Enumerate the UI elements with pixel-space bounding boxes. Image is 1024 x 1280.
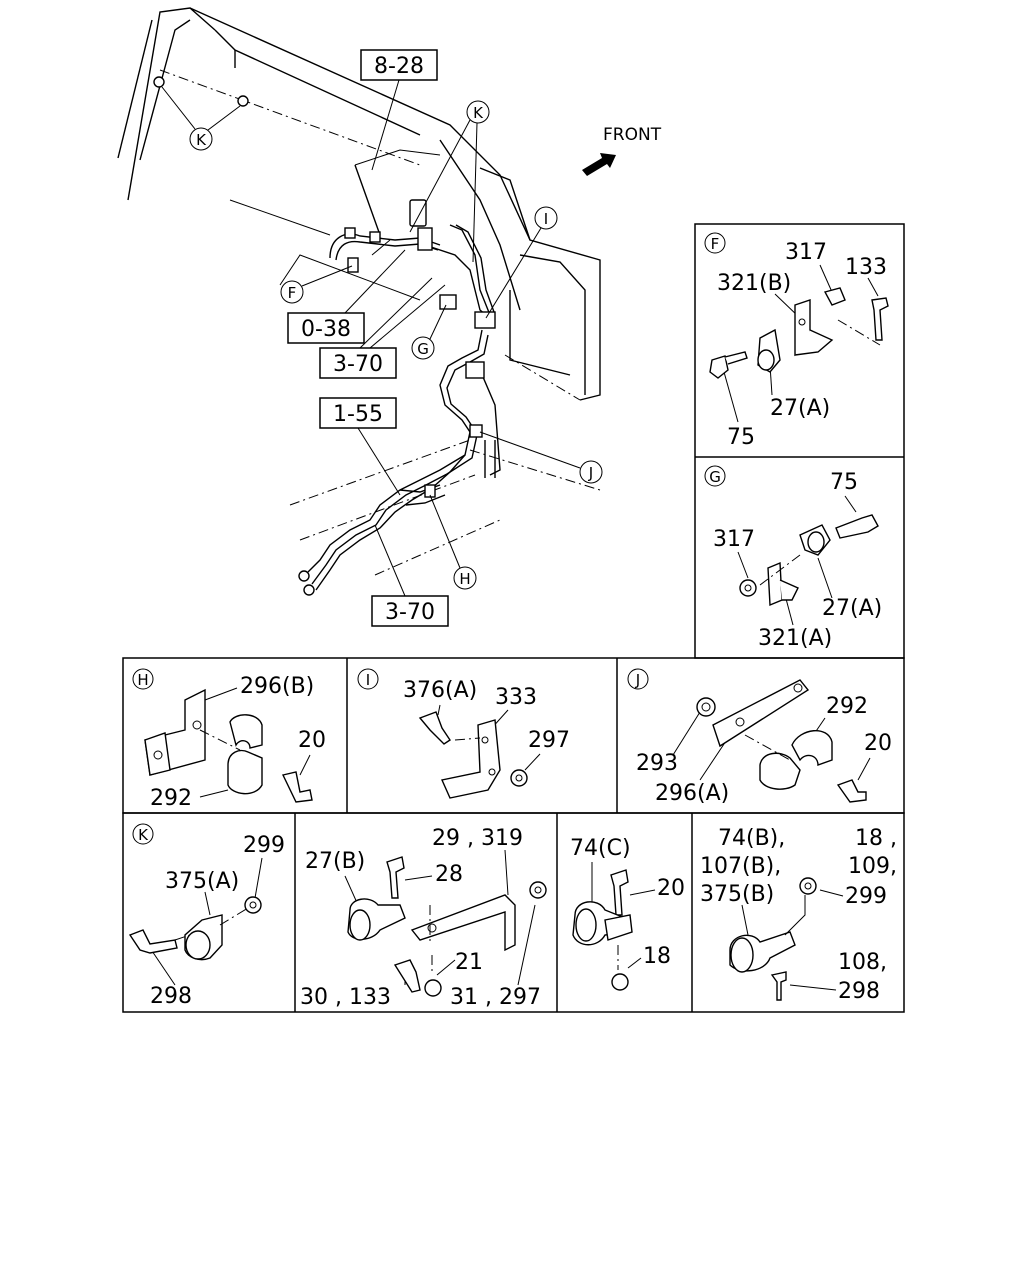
svg-text:376(A): 376(A) — [403, 678, 477, 703]
svg-text:133: 133 — [845, 255, 887, 280]
svg-text:18: 18 — [643, 944, 671, 969]
ref-0-38[interactable]: 0-38 — [287, 249, 406, 344]
panel-k: K 299 375(A) 298 — [128, 823, 285, 1009]
svg-text:0-38: 0-38 — [301, 317, 351, 342]
svg-text:296(B): 296(B) — [240, 674, 314, 699]
callout-i[interactable]: I — [485, 206, 558, 319]
panel-p5: 29 , 319 27(B) 28 21 30 , 133 31 , 297 — [300, 826, 547, 1010]
svg-text:H: H — [459, 570, 470, 588]
ref-1-55[interactable]: 1-55 — [319, 397, 401, 496]
svg-text:298: 298 — [150, 984, 192, 1009]
front-indicator: FRONT — [582, 125, 662, 176]
brake-lines — [298, 224, 495, 596]
svg-text:298: 298 — [838, 979, 880, 1004]
svg-text:20: 20 — [657, 876, 685, 901]
svg-text:20: 20 — [864, 731, 892, 756]
svg-text:321(B): 321(B) — [717, 271, 791, 296]
panel-grid — [122, 223, 905, 1013]
svg-text:375(A): 375(A) — [165, 869, 239, 894]
overview-components — [153, 76, 496, 498]
svg-text:3-70: 3-70 — [385, 600, 435, 625]
svg-text:29 , 319: 29 , 319 — [432, 826, 523, 851]
svg-text:20: 20 — [298, 728, 326, 753]
svg-text:K: K — [138, 826, 149, 844]
svg-text:75: 75 — [830, 470, 858, 495]
callout-g[interactable]: G — [411, 304, 447, 360]
svg-text:293: 293 — [636, 751, 678, 776]
svg-text:31 , 297: 31 , 297 — [450, 985, 541, 1010]
svg-text:F: F — [288, 284, 297, 302]
svg-text:74(B),: 74(B), — [718, 826, 785, 851]
svg-text:8-28: 8-28 — [374, 54, 424, 79]
ref-3-70-bottom[interactable]: 3-70 — [371, 524, 449, 627]
svg-text:296(A): 296(A) — [655, 781, 729, 806]
svg-text:J: J — [635, 671, 640, 689]
panel-p7: 74(B), 18 , 107(B), 109, 375(B) 299 108,… — [700, 826, 897, 1004]
panel-h: H 296(B) 20 292 — [132, 668, 326, 811]
svg-text:75: 75 — [727, 425, 755, 450]
panel-p6: 74(C) 20 18 — [570, 836, 685, 991]
svg-text:K: K — [473, 104, 484, 122]
svg-text:27(B): 27(B) — [305, 849, 365, 874]
svg-text:375(B): 375(B) — [700, 882, 774, 907]
svg-text:FRONT: FRONT — [603, 125, 662, 145]
svg-text:321(A): 321(A) — [758, 626, 832, 651]
ref-8-28[interactable]: 8-28 — [360, 49, 438, 171]
svg-text:299: 299 — [845, 884, 887, 909]
svg-text:1-55: 1-55 — [333, 402, 383, 427]
svg-text:I: I — [366, 671, 370, 689]
svg-text:317: 317 — [713, 527, 755, 552]
svg-text:27(A): 27(A) — [822, 596, 882, 621]
callout-j[interactable]: J — [479, 431, 603, 484]
svg-text:27(A): 27(A) — [770, 396, 830, 421]
svg-text:297: 297 — [528, 728, 570, 753]
ref-3-70-top[interactable]: 3-70 — [319, 277, 446, 379]
svg-text:108,: 108, — [838, 950, 887, 975]
panel-f: F 317 133 321(B) 27(A) 75 — [704, 232, 889, 450]
panel-j: J 292 20 293 296(A) — [627, 668, 892, 806]
svg-text:292: 292 — [826, 694, 868, 719]
svg-text:K: K — [196, 131, 207, 149]
svg-text:333: 333 — [495, 685, 537, 710]
frame-outline — [117, 7, 601, 576]
panel-g: G 75 317 27(A) 321(A) — [704, 465, 882, 651]
svg-text:I: I — [544, 210, 548, 228]
panel-i: I 376(A) 333 297 — [357, 668, 570, 799]
svg-text:21: 21 — [455, 950, 483, 975]
svg-text:292: 292 — [150, 786, 192, 811]
svg-text:H: H — [137, 671, 148, 689]
svg-text:74(C): 74(C) — [570, 836, 631, 861]
callout-f[interactable]: F — [280, 265, 353, 304]
svg-text:G: G — [417, 340, 429, 358]
svg-text:3-70: 3-70 — [333, 352, 383, 377]
callout-k-top[interactable]: K — [409, 100, 490, 263]
svg-text:317: 317 — [785, 240, 827, 265]
svg-text:F: F — [711, 235, 720, 253]
callout-h[interactable]: H — [429, 494, 477, 590]
svg-text:299: 299 — [243, 833, 285, 858]
svg-text:28: 28 — [435, 862, 463, 887]
svg-text:J: J — [588, 464, 593, 482]
callout-k-left[interactable]: K — [161, 86, 241, 151]
svg-text:109,: 109, — [848, 854, 897, 879]
svg-text:107(B),: 107(B), — [700, 854, 781, 879]
svg-text:G: G — [709, 468, 721, 486]
svg-text:30 , 133: 30 , 133 — [300, 985, 391, 1010]
svg-text:18 ,: 18 , — [855, 826, 897, 851]
